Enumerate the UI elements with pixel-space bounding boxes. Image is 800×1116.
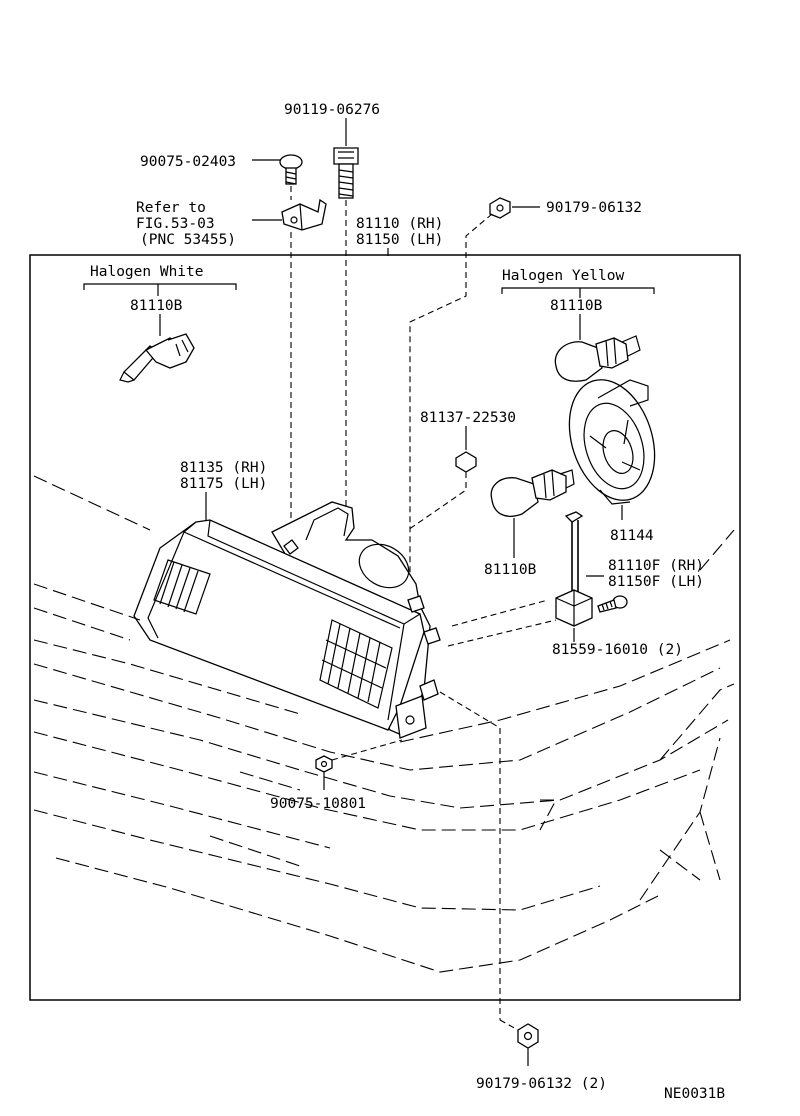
label-bulb-center: 81110B [484, 562, 537, 578]
bulb-icon [119, 333, 195, 383]
label-refer-line3: (PNC 53455) [140, 232, 236, 248]
label-socket-rh: 81110F (RH) [608, 558, 704, 574]
clip-icon [407, 451, 477, 531]
bulb-icon [554, 335, 641, 382]
nut-icon [409, 197, 540, 600]
label-assy-lh: 81150 (LH) [356, 232, 443, 248]
headlamp-icon [133, 501, 441, 739]
screw-icon [597, 595, 628, 613]
socket-icon [555, 511, 593, 627]
label-bolt-top: 90119-06276 [284, 102, 380, 118]
bracket-icon [252, 198, 327, 540]
label-screw-right: 81559-16010 (2) [552, 642, 683, 658]
nut-icon [315, 739, 403, 773]
bulb-icon [490, 469, 575, 517]
label-refer-line2: FIG.53-03 [136, 216, 215, 232]
label-nut-bottom-left: 90075-10801 [270, 796, 366, 812]
label-socket-lh: 81150F (LH) [608, 574, 704, 590]
label-bulb-white: 81110B [130, 298, 183, 314]
label-halogen-yellow: Halogen Yellow [502, 268, 624, 284]
label-nut-top: 90179-06132 [546, 200, 642, 216]
label-screw-top: 90075-02403 [140, 154, 236, 170]
label-lens-lh: 81175 (LH) [180, 476, 267, 492]
assembly-frame [29, 254, 741, 1001]
body-outline [33, 475, 735, 973]
label-refer-line1: Refer to [136, 200, 206, 216]
label-halogen-white: Halogen White [90, 264, 204, 280]
nut-icon [439, 691, 539, 1049]
diagram-code: NE0031B [664, 1086, 725, 1102]
label-lens-rh: 81135 (RH) [180, 460, 267, 476]
label-assy-rh: 81110 (RH) [356, 216, 443, 232]
screw-icon [252, 154, 303, 200]
reflector-cover-icon [568, 379, 656, 505]
label-bulb-yellow: 81110B [550, 298, 603, 314]
label-nut-bottom: 90179-06132 (2) [476, 1076, 607, 1092]
bolt-icon [333, 118, 359, 510]
label-cover: 81144 [610, 528, 654, 544]
label-clip: 81137-22530 [420, 410, 516, 426]
